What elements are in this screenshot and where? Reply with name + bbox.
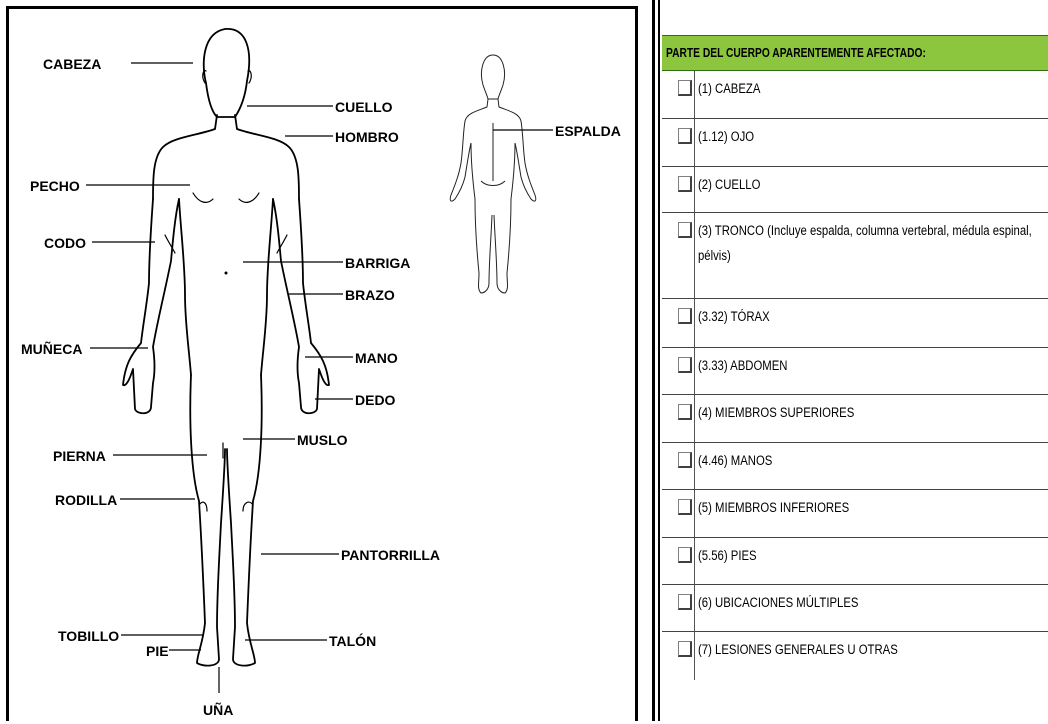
front-body-figure: [123, 29, 329, 666]
item-label: (1) CABEZA: [698, 76, 992, 101]
checklist-item-cabeza[interactable]: (1) CABEZA: [662, 71, 1048, 119]
item-label: (4.46) MANOS: [698, 448, 992, 473]
item-label: (5.56) PIES: [698, 543, 992, 568]
label-tobillo: TOBILLO: [58, 628, 119, 644]
checklist-item-miembros-inferiores[interactable]: (5) MIEMBROS INFERIORES: [662, 490, 1048, 538]
label-muslo: MUSLO: [297, 432, 348, 448]
checklist-item-cuello[interactable]: (2) CUELLO: [662, 167, 1048, 213]
top-empty-row: [662, 0, 1048, 36]
checkbox-manos[interactable]: [678, 452, 692, 468]
checklist-item-ubicaciones-multiples[interactable]: (6) UBICACIONES MÚLTIPLES: [662, 585, 1048, 632]
checkbox-pies[interactable]: [678, 547, 692, 563]
panel-border-outer: [652, 0, 655, 721]
checkbox-abdomen[interactable]: [678, 357, 692, 373]
item-label: (4) MIEMBROS SUPERIORES: [698, 400, 992, 425]
checklist-header-text: PARTE DEL CUERPO APARENTEMENTE AFECTADO:: [666, 46, 926, 60]
label-pantorrilla: PANTORRILLA: [341, 547, 440, 563]
checklist-item-miembros-superiores[interactable]: (4) MIEMBROS SUPERIORES: [662, 395, 1048, 443]
label-cabeza: CABEZA: [43, 56, 101, 72]
checklist-panel: PARTE DEL CUERPO APARENTEMENTE AFECTADO:…: [652, 0, 1048, 721]
label-rodilla: RODILLA: [55, 492, 117, 508]
checkbox-lesiones-generales[interactable]: [678, 641, 692, 657]
label-muneca: MUÑECA: [21, 340, 82, 357]
item-label: (3.33) ABDOMEN: [698, 353, 992, 378]
checklist-item-tronco[interactable]: (3) TRONCO (Incluye espalda, columna ver…: [662, 213, 1048, 299]
checkbox-cuello[interactable]: [678, 176, 692, 192]
label-talon: TALÓN: [329, 632, 376, 649]
label-cuello: CUELLO: [335, 99, 393, 115]
item-label: (3) TRONCO (Incluye espalda, columna ver…: [698, 218, 1042, 268]
checklist-item-manos[interactable]: (4.46) MANOS: [662, 443, 1048, 490]
panel-border-inner: [658, 0, 660, 721]
checkbox-ubicaciones-multiples[interactable]: [678, 594, 692, 610]
label-pecho: PECHO: [30, 178, 80, 194]
body-diagram-panel: CABEZA CUELLO HOMBRO ESPALDA PECHO CODO …: [6, 6, 638, 721]
label-codo: CODO: [44, 235, 86, 251]
label-hombro: HOMBRO: [335, 129, 399, 145]
checklist-item-ojo[interactable]: (1.12) OJO: [662, 119, 1048, 167]
label-pie: PIE: [146, 643, 169, 659]
checkbox-ojo[interactable]: [678, 128, 692, 144]
checklist-item-torax[interactable]: (3.32) TÓRAX: [662, 299, 1048, 348]
label-pierna: PIERNA: [53, 448, 106, 464]
part-labels: CABEZA CUELLO HOMBRO ESPALDA PECHO CODO …: [21, 56, 621, 718]
item-label: (1.12) OJO: [698, 124, 992, 149]
label-mano: MANO: [355, 350, 398, 366]
label-barriga: BARRIGA: [345, 255, 410, 271]
checkbox-torax[interactable]: [678, 308, 692, 324]
back-body-figure: [450, 55, 536, 293]
item-label: (5) MIEMBROS INFERIORES: [698, 495, 992, 520]
checkbox-cabeza[interactable]: [678, 80, 692, 96]
checklist-item-pies[interactable]: (5.56) PIES: [662, 538, 1048, 585]
label-una: UÑA: [203, 701, 233, 718]
body-diagram: CABEZA CUELLO HOMBRO ESPALDA PECHO CODO …: [9, 9, 641, 724]
item-label: (7) LESIONES GENERALES U OTRAS: [698, 637, 992, 662]
checklist-item-abdomen[interactable]: (3.33) ABDOMEN: [662, 348, 1048, 395]
label-dedo: DEDO: [355, 392, 396, 408]
checklist-header: PARTE DEL CUERPO APARENTEMENTE AFECTADO:: [662, 35, 1048, 71]
label-brazo: BRAZO: [345, 287, 395, 303]
checkbox-miembros-superiores[interactable]: [678, 404, 692, 420]
label-espalda: ESPALDA: [555, 123, 621, 139]
item-label: (2) CUELLO: [698, 172, 992, 197]
checkbox-tronco[interactable]: [678, 222, 692, 238]
item-label: (6) UBICACIONES MÚLTIPLES: [698, 590, 992, 615]
checklist-item-lesiones-generales[interactable]: (7) LESIONES GENERALES U OTRAS: [662, 632, 1048, 680]
checkbox-miembros-inferiores[interactable]: [678, 499, 692, 515]
item-label: (3.32) TÓRAX: [698, 304, 992, 329]
